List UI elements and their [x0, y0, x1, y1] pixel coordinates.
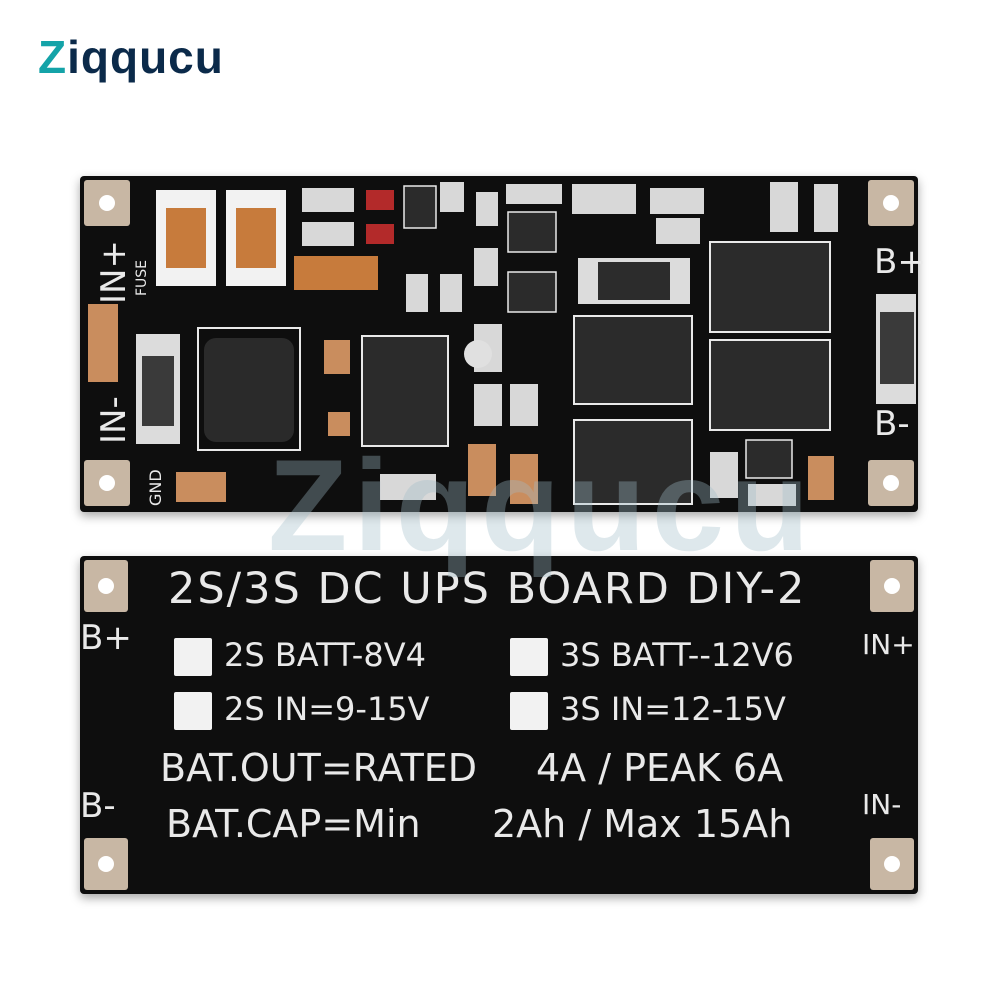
mounting-pads — [84, 180, 914, 506]
spec-bat-out-value: 4A / PEAK 6A — [536, 746, 784, 790]
option-checkbox-3s-in — [510, 692, 548, 730]
option-label-2s-batt: 2S BATT-8V4 — [224, 636, 426, 674]
sot-transistors — [403, 185, 793, 479]
spec-bat-cap-label: BAT.CAP=Min — [166, 802, 421, 846]
mounting-pads-bottom — [84, 560, 914, 890]
brand-logo-initial: Z — [38, 31, 68, 83]
spec-bat-out-label: BAT.OUT=RATED — [160, 746, 478, 790]
pcb-component-side: IN+ FUSE IN- GND B+ B- — [80, 176, 926, 512]
label-gnd: GND — [146, 469, 165, 506]
label-b-plus-bottom: B+ — [80, 618, 132, 658]
pcb-bottom-drawing — [84, 560, 914, 890]
board-title: 2S/3S DC UPS BOARD DIY-2 — [168, 564, 807, 614]
option-checkbox-2s-in — [174, 692, 212, 730]
brand-logo-rest: iqqucu — [67, 31, 224, 83]
spec-bat-cap-value: 2Ah / Max 15Ah — [492, 802, 793, 846]
inductor — [197, 327, 301, 451]
fuse-components — [156, 190, 286, 286]
brand-logo: Ziqqucu — [38, 30, 224, 84]
label-b-minus: B- — [874, 404, 910, 444]
option-checkbox-2s-batt — [174, 638, 212, 676]
label-b-plus: B+ — [874, 242, 926, 282]
label-in-minus-bottom: IN- — [862, 788, 902, 821]
option-label-2s-in: 2S IN=9-15V — [224, 690, 430, 728]
label-in-plus: IN+ — [94, 240, 134, 304]
option-label-3s-in: 3S IN=12-15V — [560, 690, 786, 728]
option-checkbox-3s-batt — [510, 638, 548, 676]
label-in-minus: IN- — [94, 396, 134, 444]
ic-chips — [361, 241, 831, 505]
led-indicators — [366, 190, 394, 244]
smd-parts — [88, 182, 838, 506]
pcb-component-drawing — [84, 180, 916, 506]
diodes — [136, 258, 916, 444]
round-component — [464, 340, 492, 368]
pcb-silkscreen-side: 2S/3S DC UPS BOARD DIY-2 B+ B- IN+ IN- 2… — [80, 556, 918, 894]
label-fuse: FUSE — [134, 259, 150, 296]
label-b-minus-bottom: B- — [80, 786, 116, 826]
option-label-3s-batt: 3S BATT--12V6 — [560, 636, 794, 674]
label-in-plus-bottom: IN+ — [862, 628, 915, 661]
